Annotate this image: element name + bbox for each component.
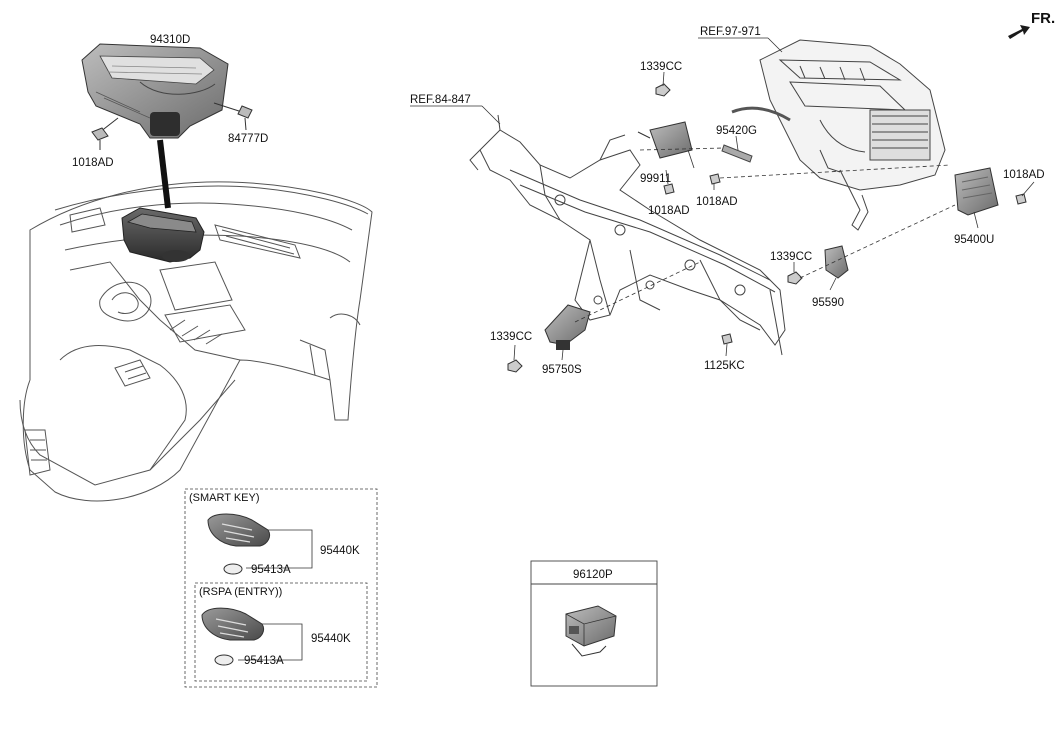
smart-key-fob-icon — [207, 513, 271, 547]
label-1018AD-mid: 1018AD — [648, 205, 690, 217]
bolt-1125KC-icon — [721, 333, 733, 345]
rspa-title: (RSPA (ENTRY)) — [199, 586, 282, 598]
screw-84777D — [213, 102, 253, 131]
label-95590: 95590 — [812, 297, 844, 309]
bolt-1018AD-right-icon — [709, 173, 721, 185]
rspa-coin-battery-icon — [214, 654, 234, 666]
dashboard-illustration — [19, 181, 373, 502]
control-module-icon — [565, 605, 617, 647]
rspa-key-fob-icon — [201, 607, 265, 641]
label-1018AD-far-right: 1018AD — [1003, 169, 1045, 181]
nut-1339CC-low-icon — [507, 359, 523, 373]
label-95413A-rspa: 95413A — [244, 655, 284, 667]
hud-leader-line — [157, 139, 171, 209]
label-1339CC-mid: 1339CC — [770, 251, 812, 263]
sensor-99911 — [637, 121, 693, 159]
coin-battery-icon — [223, 563, 243, 575]
bolt-1018AD-far-right-icon — [1015, 193, 1027, 205]
smart-key-title: (SMART KEY) — [189, 492, 260, 504]
front-label: FR. — [1031, 10, 1055, 27]
fasteners — [507, 83, 1027, 373]
label-1339CC-low: 1339CC — [490, 331, 532, 343]
label-94310D: 94310D — [150, 34, 190, 46]
hud-unit-94310D — [81, 43, 229, 139]
hud-in-dashboard — [121, 207, 205, 263]
leader-lines — [410, 37, 1035, 361]
front-direction-indicator: FR. — [1008, 10, 1055, 39]
sensor-95420G — [721, 144, 753, 163]
label-95750S: 95750S — [542, 364, 582, 376]
smart-key-box: (SMART KEY) 95440K 95413A (RSPA (ENTRY))… — [184, 488, 378, 688]
module-95400U — [954, 167, 999, 216]
label-95440K-smart: 95440K — [320, 545, 360, 557]
label-ref-hvac: REF.97-971 — [700, 26, 761, 38]
callout-labels: 94310D 84777D 1018AD 1339CC 95420G 99911… — [72, 26, 1045, 376]
front-arrow-icon — [1008, 25, 1030, 39]
label-84777D: 84777D — [228, 133, 268, 145]
sensor-95590 — [824, 245, 849, 279]
label-ref-crash-pad: REF.84-847 — [410, 94, 471, 106]
nut-1339CC-mid-icon — [787, 271, 803, 285]
label-95413A-smart: 95413A — [251, 564, 291, 576]
hvac-unit — [731, 39, 946, 231]
label-1125KC: 1125KC — [704, 360, 745, 372]
label-95420G: 95420G — [716, 125, 757, 137]
label-1018AD-right: 1018AD — [696, 196, 738, 208]
label-95400U: 95400U — [954, 234, 994, 246]
bolt-1018AD-left — [91, 117, 119, 150]
label-1018AD-left: 1018AD — [72, 157, 114, 169]
label-95440K-rspa: 95440K — [311, 633, 351, 645]
module-box-96120P: 96120P — [530, 560, 658, 687]
label-96120P: 96120P — [573, 569, 613, 581]
sensor-95750S — [544, 304, 591, 350]
nut-1339CC-top-icon — [655, 83, 671, 97]
label-1339CC-top: 1339CC — [640, 61, 682, 73]
label-99911: 99911 — [640, 173, 671, 185]
bolt-1018AD-mid-icon — [663, 183, 675, 195]
